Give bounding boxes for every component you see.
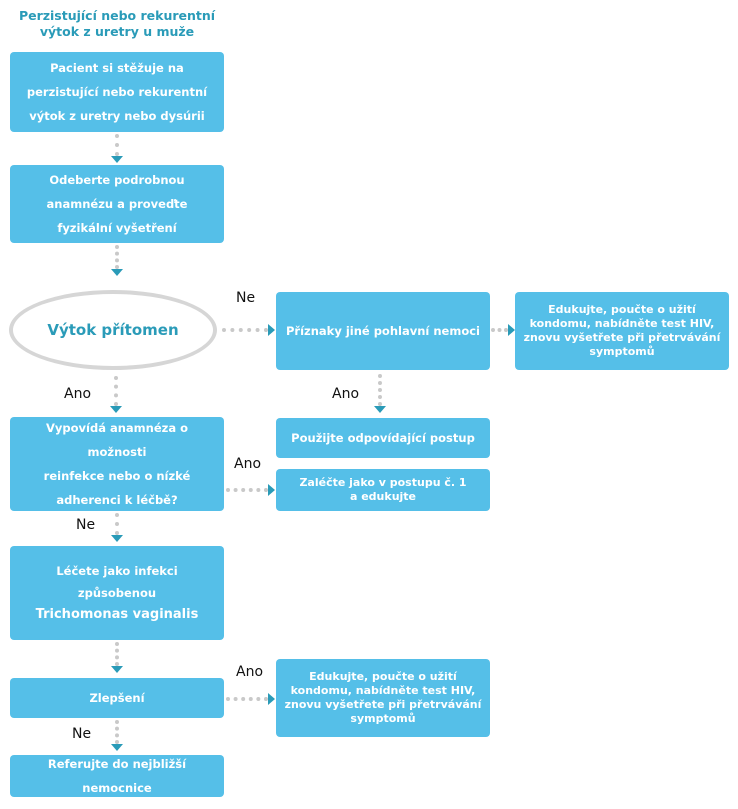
arrow-other-std-appropriate — [374, 406, 386, 413]
connector-reinfection-trichomonas — [115, 513, 119, 535]
connector-complaint-history — [115, 134, 119, 156]
node-educate-top: Edukujte, poučte o užití kondomu, nabídn… — [515, 292, 729, 370]
arrow-trichomonas-improvement — [111, 666, 123, 673]
node-educate-top-line-3: znovu vyšetřete při přetrvávání — [523, 331, 721, 344]
arrow-history-discharge — [111, 269, 123, 276]
label-ano-improvement: Ano — [236, 664, 264, 680]
node-educate-bottom-line-1: Edukujte, poučte o užití — [309, 670, 457, 683]
node-use-appropriate: Použijte odpovídající postup — [276, 418, 490, 458]
arrow-improvement-educate — [268, 693, 275, 705]
node-educate-top-line-1: Edukujte, poučte o užití — [548, 303, 696, 316]
decision-discharge-present: Výtok přítomen — [9, 290, 217, 370]
node-educate-bottom-line-4: symptomů — [350, 712, 416, 725]
connector-trichomonas-improvement — [115, 642, 119, 666]
connector-reinfection-treat — [226, 488, 268, 492]
node-history-line-2: anamnézu a proveďte — [46, 197, 188, 211]
connector-other-std-appropriate — [378, 374, 382, 406]
node-history-line-3: fyzikální vyšetření — [57, 221, 177, 235]
node-complaint-line-2: perzistující nebo rekurentní — [26, 85, 208, 99]
connector-other-std-educate — [491, 328, 508, 332]
connector-history-discharge — [115, 245, 119, 269]
node-complaint: Pacient si stěžuje na perzistující nebo … — [10, 52, 224, 132]
node-history: Odeberte podrobnou anamnézu a proveďte f… — [10, 165, 224, 243]
node-history-line-1: Odeberte podrobnou — [49, 173, 185, 187]
node-complaint-line-3: výtok z uretry nebo dysúrii — [29, 109, 205, 123]
label-ano-reinfection: Ano — [234, 456, 262, 472]
node-treat-flow1-line-1: Zaléčte jako v postupu č. 1 — [299, 476, 467, 489]
connector-improvement-educate — [226, 697, 268, 701]
label-ano-other-std: Ano — [332, 386, 360, 402]
node-improvement: Zlepšení — [10, 678, 224, 718]
arrow-discharge-reinfection — [110, 406, 122, 413]
label-ne-reinfection: Ne — [76, 517, 96, 533]
node-trichomonas-line-2: Trichomonas vaginalis — [35, 607, 199, 622]
node-educate-top-line-2: kondomu, nabídněte test HIV, — [529, 317, 715, 330]
label-ne-improvement: Ne — [72, 726, 92, 742]
arrow-improvement-refer — [111, 744, 123, 751]
arrow-reinfection-treat — [268, 484, 275, 496]
node-treat-flow1-line-2: a edukujte — [349, 490, 417, 503]
node-trichomonas-line-1: Léčete jako infekci způsobenou — [56, 564, 178, 600]
node-educate-bottom: Edukujte, poučte o užití kondomu, nabídn… — [276, 659, 490, 737]
node-educate-top-line-4: symptomů — [589, 345, 655, 358]
title-line-2: výtok z uretry u muže — [39, 24, 195, 39]
node-educate-bottom-line-3: znovu vyšetřete při přetrvávání — [284, 698, 482, 711]
node-reinfection-line-3: adherenci k léčbě? — [56, 493, 178, 507]
connector-discharge-reinfection — [114, 376, 118, 406]
node-reinfection-question: Vypovídá anamnéza o možnosti reinfekce n… — [10, 417, 224, 511]
node-educate-bottom-line-2: kondomu, nabídněte test HIV, — [290, 684, 476, 697]
flowchart-title: Perzistující nebo rekurentní výtok z ure… — [10, 8, 224, 40]
node-reinfection-line-2: reinfekce nebo o nízké — [43, 469, 191, 483]
arrow-complaint-history — [111, 156, 123, 163]
label-ne-discharge: Ne — [236, 290, 256, 306]
label-ano-discharge: Ano — [64, 386, 92, 402]
connector-improvement-refer — [115, 720, 119, 744]
node-complaint-line-1: Pacient si stěžuje na — [50, 61, 184, 75]
arrow-discharge-other-std — [268, 324, 275, 336]
node-reinfection-line-1: Vypovídá anamnéza o možnosti — [46, 421, 188, 459]
node-treat-trichomonas: Léčete jako infekci způsobenou Trichomon… — [10, 546, 224, 640]
arrow-reinfection-trichomonas — [111, 535, 123, 542]
node-treat-flow1: Zaléčte jako v postupu č. 1 a edukujte — [276, 469, 490, 511]
node-refer: Referujte do nejbližší nemocnice — [10, 755, 224, 797]
connector-discharge-other-std — [222, 328, 268, 332]
title-line-1: Perzistující nebo rekurentní — [18, 8, 216, 23]
node-other-std-symptoms: Příznaky jiné pohlavní nemoci — [276, 292, 490, 370]
arrow-other-std-educate — [508, 324, 515, 336]
